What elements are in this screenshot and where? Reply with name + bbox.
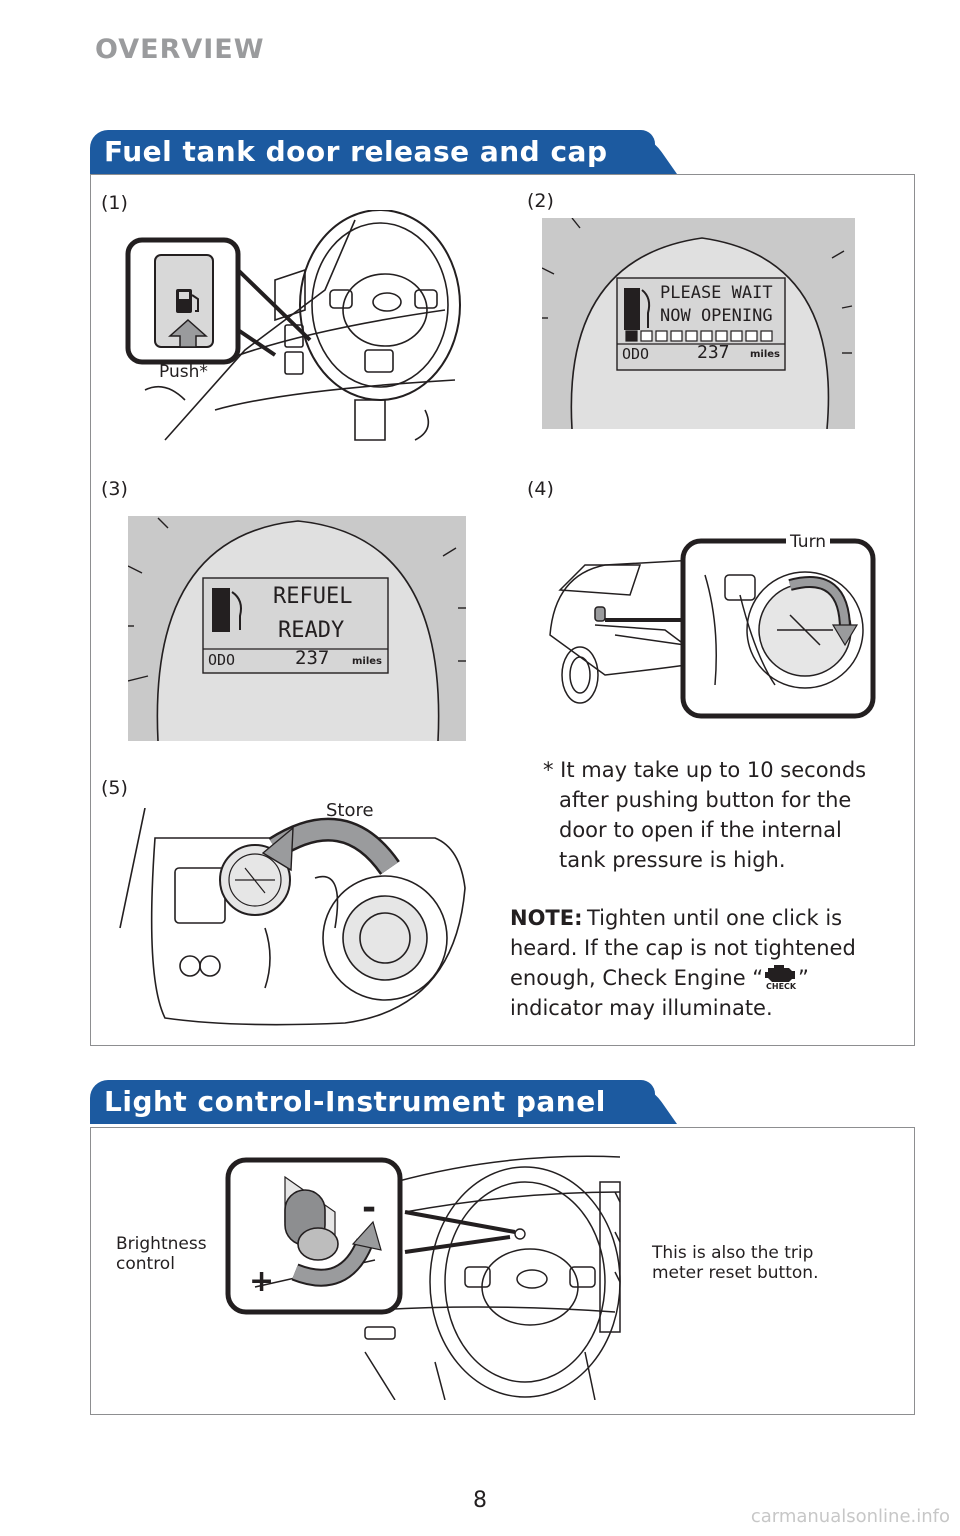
minus-label: - bbox=[362, 1188, 377, 1228]
engine-icon bbox=[765, 965, 795, 982]
note-line3-pre: enough, Check Engine “ bbox=[510, 966, 764, 990]
note-line3-post: ” bbox=[798, 966, 809, 990]
check-engine-icon: CHECK bbox=[762, 962, 798, 994]
fuel-cap-turn-illustration bbox=[549, 538, 876, 719]
footnote-line1: * It may take up to 10 seconds bbox=[543, 758, 867, 782]
section-heading: OVERVIEW bbox=[95, 34, 265, 65]
display2-line2: NOW OPENING bbox=[660, 306, 773, 326]
display2-odo-value: 237 bbox=[697, 342, 730, 363]
display3-unit: miles bbox=[352, 656, 383, 667]
footnote-line2: after pushing button for the bbox=[559, 788, 852, 812]
step-2-label: (2) bbox=[527, 190, 554, 212]
turn-label: Turn bbox=[786, 532, 831, 552]
step-4-label: (4) bbox=[527, 478, 554, 500]
display3-odo-value: 237 bbox=[295, 647, 330, 669]
display2-unit: miles bbox=[750, 349, 781, 360]
note-line1: Tighten until one click is bbox=[587, 906, 843, 930]
fuel-cap-store-illustration bbox=[119, 808, 466, 1026]
refuel-ready-display bbox=[128, 516, 466, 741]
step-1-label: (1) bbox=[101, 192, 128, 214]
brightness-label-line2: control bbox=[116, 1254, 175, 1274]
page-number: 8 bbox=[473, 1488, 487, 1513]
display3-odo: ODO bbox=[208, 651, 236, 669]
step-5-label: (5) bbox=[101, 777, 128, 799]
fuel-pump-icon bbox=[176, 289, 199, 313]
step-3-label: (3) bbox=[101, 478, 128, 500]
light-section-title: Light control-Instrument panel bbox=[90, 1080, 655, 1124]
trip-note-line1: This is also the trip bbox=[652, 1243, 814, 1263]
push-arrow-icon bbox=[168, 318, 208, 348]
fuel-section-title: Fuel tank door release and cap bbox=[90, 130, 655, 174]
display2-line1: PLEASE WAIT bbox=[660, 283, 773, 303]
display2-odo: ODO bbox=[622, 345, 650, 363]
push-label: Push* bbox=[159, 362, 208, 382]
brightness-control-illustration bbox=[225, 1155, 621, 1400]
check-icon-label: CHECK bbox=[766, 982, 797, 991]
note-label: NOTE: bbox=[510, 906, 583, 930]
trip-note-line2: meter reset button. bbox=[652, 1263, 819, 1283]
plus-label: + bbox=[249, 1264, 275, 1299]
watermark: carmanualsonline.info bbox=[750, 1506, 950, 1527]
footnote-line4: tank pressure is high. bbox=[559, 848, 786, 872]
note-line2: heard. If the cap is not tightened bbox=[510, 936, 856, 960]
display3-line2: READY bbox=[278, 618, 345, 643]
display3-line1: REFUEL bbox=[273, 584, 353, 609]
note-line4: indicator may illuminate. bbox=[510, 996, 773, 1020]
please-wait-display bbox=[542, 218, 855, 429]
footnote-line3: door to open if the internal bbox=[559, 818, 842, 842]
store-label: Store bbox=[326, 800, 374, 821]
brightness-label-line1: Brightness bbox=[116, 1234, 207, 1254]
